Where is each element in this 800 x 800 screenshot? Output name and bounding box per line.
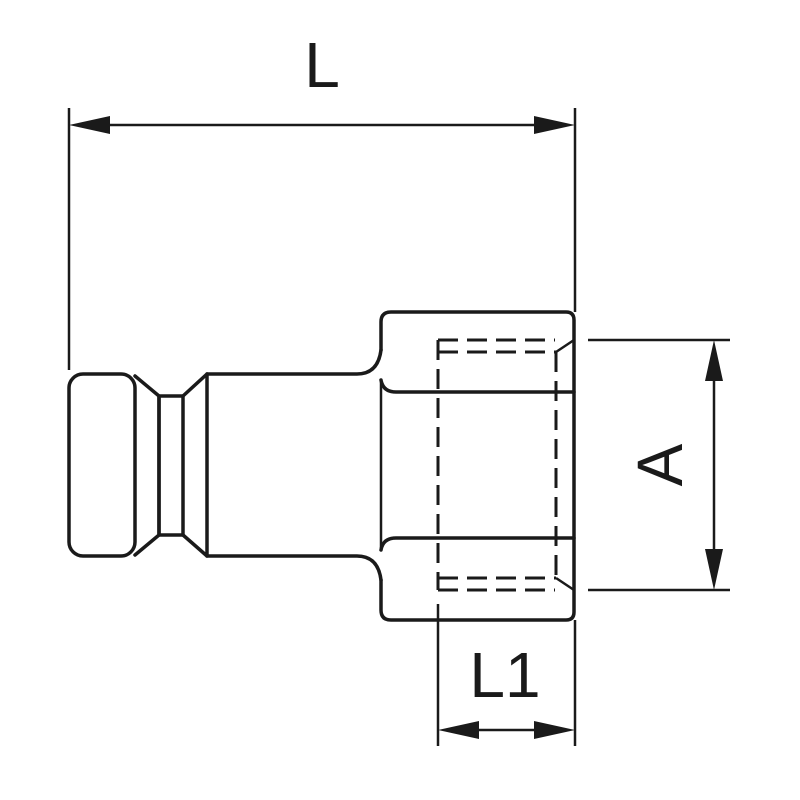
nose-collar	[67, 372, 137, 558]
shank-bottom	[205, 554, 383, 582]
hex-flat-top	[379, 378, 576, 394]
shank-top	[205, 348, 383, 376]
label-l1: L1	[469, 639, 540, 711]
dimension-l: L	[67, 29, 577, 370]
arrow-head-l1-right	[534, 721, 575, 739]
arrow-head-l-left	[69, 116, 110, 134]
hex-body-outline	[379, 310, 576, 622]
dimension-a: A	[588, 338, 730, 592]
arrow-head-a-top	[705, 340, 723, 381]
label-a: A	[624, 443, 696, 486]
groove-left-flank	[133, 374, 161, 557]
coupling-body	[67, 310, 576, 622]
hex-flat-bottom	[379, 536, 576, 552]
arrow-head-l-right	[534, 116, 575, 134]
dimension-l1: L1	[436, 604, 577, 746]
arrow-head-a-bottom	[705, 549, 723, 590]
thread-chamfer-bottom	[555, 576, 575, 592]
arrow-head-l1-left	[438, 721, 479, 739]
thread-chamfer-top	[555, 338, 575, 354]
groove-neck	[157, 394, 185, 537]
label-l: L	[304, 29, 340, 101]
groove-right-flank	[181, 372, 209, 558]
